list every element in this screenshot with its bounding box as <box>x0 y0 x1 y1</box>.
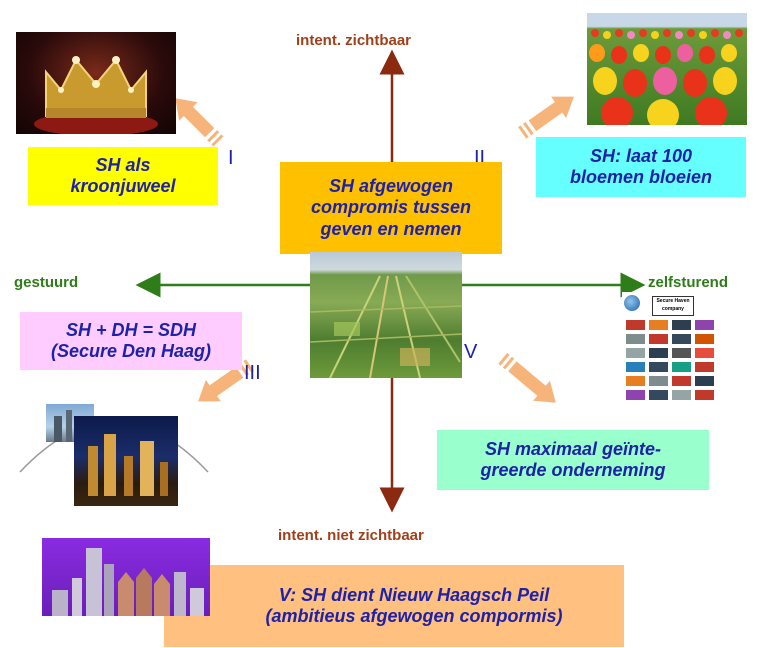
box-center-line2: compromis tussen <box>310 197 472 218</box>
box-sdh-line1: SH + DH = SDH <box>65 319 197 340</box>
box-onderneming: SH maximaal geïnte- greerde onderneming <box>437 430 709 490</box>
box-center-line1: SH afgewogen <box>328 176 453 197</box>
quadrant-number-3: III <box>244 362 261 384</box>
box-bloemen-line1: SH: laat 100 <box>589 145 693 166</box>
polder-fields-icon <box>310 275 462 378</box>
box-onderneming-line1: SH maximaal geïnte- <box>484 438 662 459</box>
skyline-image <box>16 392 212 510</box>
logo-tile <box>626 376 645 386</box>
axis-label-right: zelfsturend <box>648 274 729 291</box>
arrow-to-tulips <box>518 95 576 139</box>
logo-tile <box>672 390 691 400</box>
logo-tile <box>626 334 645 344</box>
logo-tile <box>649 362 668 372</box>
company-logos-image: Secure Haven company <box>622 292 720 416</box>
logo-tile <box>626 390 645 400</box>
crown-icon <box>34 56 158 134</box>
box-bottom-line1: V: SH dient Nieuw Haagsch Peil <box>278 584 550 605</box>
logo-tile <box>672 320 691 330</box>
box-bloemen-line2: bloemen bloeien <box>569 167 713 187</box>
logo-grid-header: Secure Haven company <box>652 296 694 316</box>
globe-icon <box>624 295 640 311</box>
logo-tile <box>626 348 645 358</box>
box-sdh: SH + DH = SDH (Secure Den Haag) <box>20 312 242 370</box>
arrow-to-crown <box>174 97 224 147</box>
logo-tile <box>672 362 691 372</box>
logo-tile <box>672 334 691 344</box>
city-silhouette-icon <box>52 548 204 616</box>
logo-tile <box>649 320 668 330</box>
axis-label-top: intent. zichtbaar <box>296 32 412 49</box>
axis-label-bottom: intent. niet zichtbaar <box>278 527 424 544</box>
logo-tile <box>649 334 668 344</box>
box-center-line3: geven en nemen <box>320 218 462 239</box>
quadrant-number-2: II <box>474 147 486 169</box>
box-onderneming-line2: greerde onderneming <box>480 460 666 480</box>
logo-tile <box>695 390 714 400</box>
logo-tile <box>695 348 714 358</box>
purple-skyline-image <box>42 538 210 616</box>
logo-tile <box>626 320 645 330</box>
crown-image <box>16 32 176 134</box>
polder-image <box>310 252 462 378</box>
tulips-image <box>587 13 747 125</box>
logo-tile <box>672 376 691 386</box>
logo-tile <box>695 362 714 372</box>
logo-tiles <box>626 320 718 400</box>
logo-tile <box>649 376 668 386</box>
logo-tile <box>649 348 668 358</box>
logo-tile <box>649 390 668 400</box>
logo-tile <box>626 362 645 372</box>
quadrant-number-1: I <box>228 147 234 169</box>
arrow-to-enterprise <box>498 352 558 404</box>
box-sdh-line2: (Secure Den Haag) <box>50 341 212 361</box>
axis-label-left: gestuurd <box>14 274 79 291</box>
quadrant-number-5: V <box>464 341 478 363</box>
box-center-compromis: SH afgewogen compromis tussen geven en n… <box>280 162 502 254</box>
box-kroonjuweel-line1: SH als <box>95 154 151 175</box>
box-kroonjuweel-line2: kroonjuweel <box>70 176 176 196</box>
tulips-icon <box>589 29 743 125</box>
skyline-night-photo <box>74 416 178 506</box>
logo-tile <box>695 320 714 330</box>
logo-tile <box>695 334 714 344</box>
box-nieuw-haagsch-peil: V: SH dient Nieuw Haagsch Peil (ambitieu… <box>164 565 624 647</box>
box-bottom-line2: (ambitieus afgewogen compormis) <box>265 606 563 626</box>
logo-tile <box>672 348 691 358</box>
box-kroonjuweel: SH als kroonjuweel <box>28 147 218 205</box>
logo-tile <box>695 376 714 386</box>
box-bloemen: SH: laat 100 bloemen bloeien <box>536 137 746 197</box>
